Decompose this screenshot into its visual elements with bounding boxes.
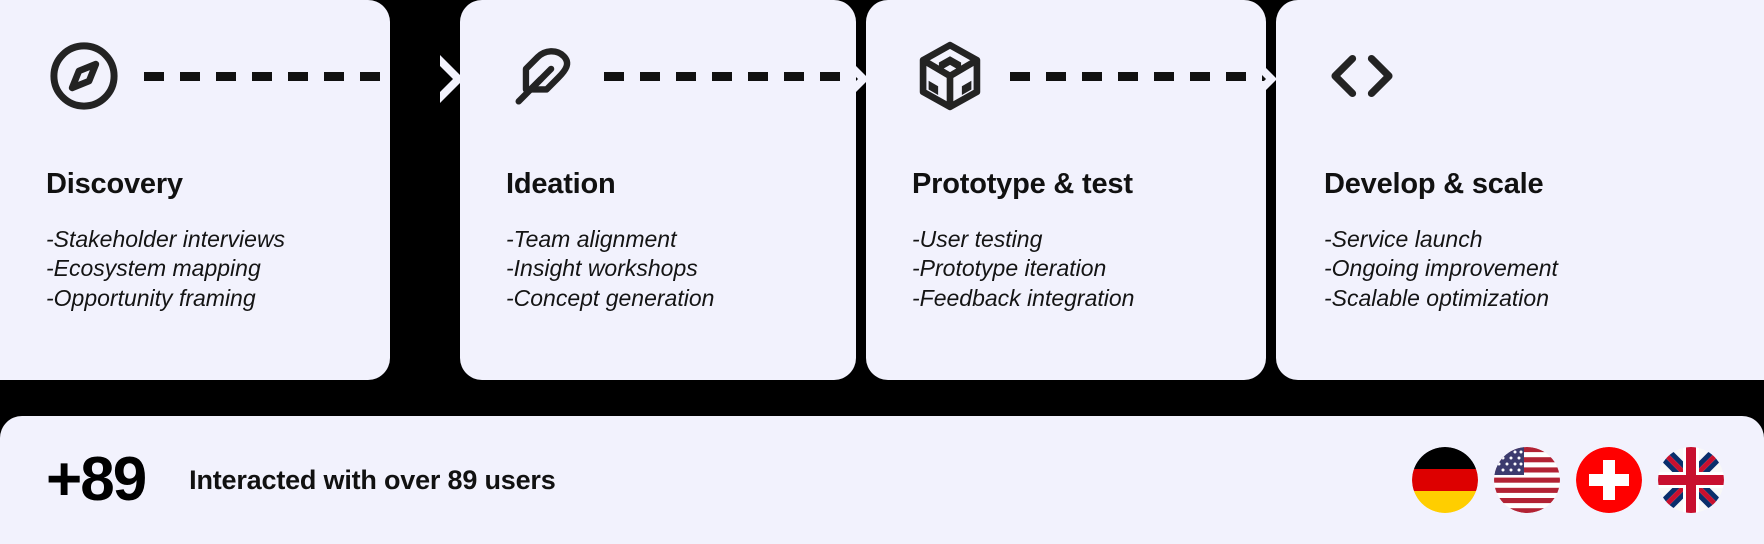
step-icon-row [46, 34, 390, 118]
step-title: Ideation [506, 168, 616, 200]
step-title: Develop & scale [1324, 168, 1544, 200]
step-icon-row [506, 34, 856, 118]
dashed-connector [1010, 71, 1266, 81]
stat-caption: Interacted with over 89 users [189, 464, 556, 495]
list-item: -Opportunity framing [46, 284, 256, 311]
list-item: -Team alignment [506, 226, 677, 252]
feather-icon [515, 48, 571, 105]
list-item: -User testing [912, 226, 1043, 252]
flag-switzerland-icon [1576, 447, 1642, 513]
dashed-connector [144, 71, 390, 81]
code-brackets-icon [1331, 54, 1393, 98]
cube-icon [919, 41, 981, 111]
step-card-develop-scale[interactable]: Develop & scale -Service launch -Ongoing… [1276, 0, 1764, 380]
step-item-list: -Team alignment -Insight workshops -Conc… [506, 225, 856, 313]
chevron-right-icon [845, 55, 869, 103]
list-item: -Scalable optimization [1324, 284, 1550, 311]
step-icon-row [1324, 34, 1764, 118]
chevron-right-icon [440, 55, 464, 103]
chevron-right-icon [1253, 55, 1277, 103]
list-item: -Insight workshops [506, 255, 698, 282]
step-card-discovery[interactable]: Discovery -Stakeholder interviews -Ecosy… [0, 0, 390, 380]
step-title: Prototype & test [912, 168, 1133, 200]
list-item: -Stakeholder interviews [46, 226, 286, 252]
step-item-list: -Stakeholder interviews -Ecosystem mappi… [46, 225, 390, 313]
step-card-prototype-test[interactable]: Prototype & test -User testing -Prototyp… [866, 0, 1266, 380]
stats-bar: +89 Interacted with over 89 users [0, 416, 1764, 544]
list-item: -Ecosystem mapping [46, 255, 261, 282]
list-item: -Prototype iteration [912, 255, 1107, 282]
flag-germany-icon [1412, 447, 1478, 513]
stat-count: +89 [46, 445, 147, 514]
step-icon-row [912, 34, 1266, 118]
process-steps-row: Discovery -Stakeholder interviews -Ecosy… [0, 0, 1764, 380]
list-item: -Concept generation [506, 284, 715, 311]
flag-uk-icon [1658, 447, 1724, 513]
step-item-list: -User testing -Prototype iteration -Feed… [912, 225, 1266, 313]
list-item: -Ongoing improvement [1324, 255, 1558, 282]
step-item-list: -Service launch -Ongoing improvement -Sc… [1324, 225, 1764, 313]
flag-avatar-group [1412, 447, 1724, 513]
flag-usa-icon [1494, 447, 1560, 513]
compass-icon [50, 42, 118, 110]
step-title: Discovery [46, 168, 183, 200]
list-item: -Feedback integration [912, 284, 1135, 311]
step-card-ideation[interactable]: Ideation -Team alignment -Insight worksh… [460, 0, 856, 380]
dashed-connector [604, 71, 856, 81]
list-item: -Service launch [1324, 226, 1483, 252]
